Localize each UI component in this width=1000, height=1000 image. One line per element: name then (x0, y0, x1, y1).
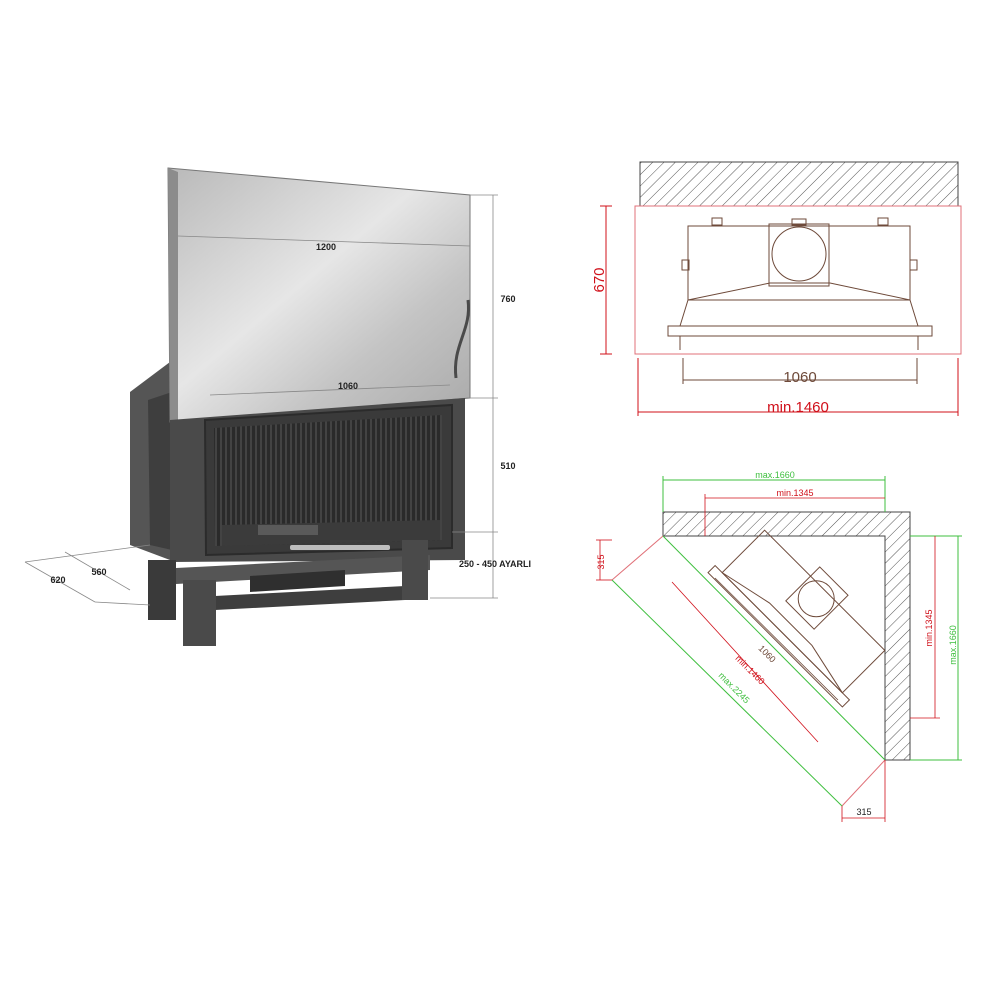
door-handle (290, 545, 390, 550)
corner-view: max.1660 min.1345 315 min.1345 max.1660 … (596, 470, 962, 822)
base-support (250, 570, 345, 592)
dim-legs-height-label: 250 - 450 AYARLI (459, 559, 531, 569)
render-dimension-lines (24, 194, 498, 606)
firebox-glass (214, 415, 442, 546)
plan-dimension-lines (600, 205, 959, 416)
corner-inner-min-label: min.1345 (776, 488, 813, 498)
render-view: 1200 1060 760 510 250 - 450 AYARLI 620 5… (24, 167, 531, 646)
left-pillar-front (148, 392, 172, 550)
dim-firebox-height-label: 510 (500, 461, 515, 471)
corner-max-outline (611, 476, 962, 807)
corner-bottom-offset-label: 315 (856, 807, 871, 817)
dim-depth-inner-label: 560 (91, 567, 106, 577)
plan-firebox-width-label: 1060 (783, 369, 816, 386)
corner-side-min-label: min.1345 (924, 609, 934, 646)
corner-side-max-label: max.1660 (948, 625, 958, 665)
corner-firebox-dim-line (714, 577, 839, 701)
corner-diag-min-label: min.1460 (733, 653, 766, 686)
corner-firebox (707, 529, 886, 708)
leg-back-left (148, 560, 176, 620)
dim-firebox-width-label: 1060 (338, 381, 358, 391)
corner-wall (662, 511, 911, 761)
corner-diag-firebox-label: 1060 (757, 643, 778, 664)
plan-room-outline (634, 205, 962, 355)
dim-hood-height-label: 760 (500, 294, 515, 304)
plan-depth-label: 670 (591, 267, 608, 292)
burner-grill (258, 525, 318, 535)
corner-left-offset-label: 315 (596, 554, 606, 569)
stainless-hood (167, 167, 471, 423)
leg-front-right (402, 540, 428, 600)
corner-room-outline (611, 535, 886, 807)
base-frame-top (176, 555, 430, 584)
flue-outlet-circle (771, 226, 827, 282)
connection-hose (453, 299, 471, 379)
hood-left-edge (168, 168, 178, 422)
dim-width-label: 1200 (316, 242, 336, 252)
plan-view: 670 1060 min.1460 (591, 161, 962, 416)
plan-wall (639, 161, 959, 207)
base-crossbar (215, 586, 405, 610)
corner-min-lines (596, 494, 940, 822)
corner-outer-max-label: max.1660 (755, 470, 795, 480)
leg-front-left (183, 580, 216, 646)
dim-depth-outer-label: 620 (50, 575, 65, 585)
plan-min-width-label: min.1460 (767, 399, 829, 416)
plan-firebox (667, 217, 933, 350)
